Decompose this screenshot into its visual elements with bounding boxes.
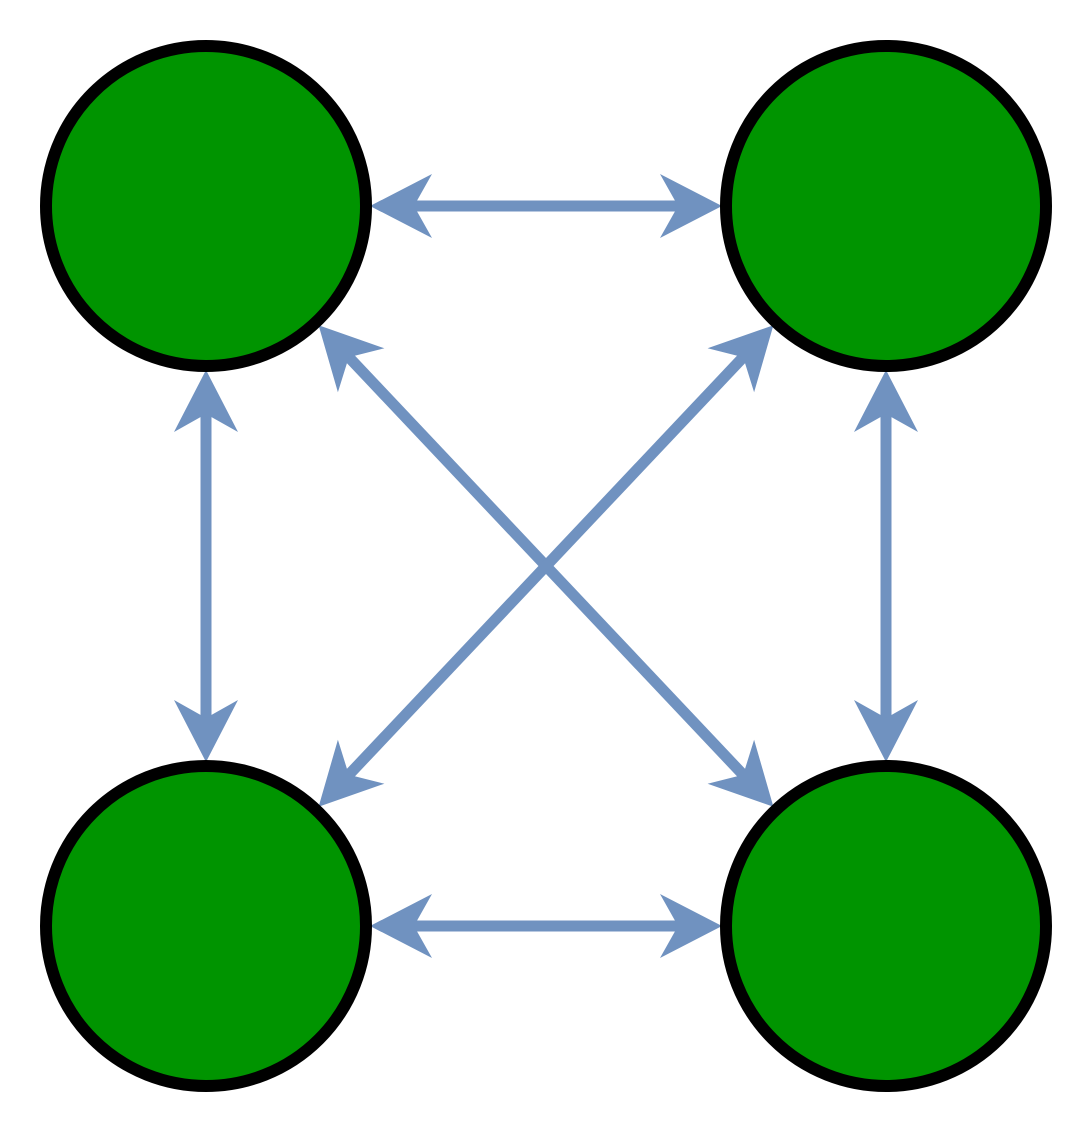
arrowhead-to-top-left	[370, 174, 432, 238]
arrowhead-to-bottom-right	[660, 894, 722, 958]
node-bottom-right	[720, 760, 1052, 1092]
arrowhead-to-bottom-right	[854, 700, 918, 762]
edge-top-right-bottom-right	[854, 370, 918, 762]
arrowhead-to-bottom-left	[174, 700, 238, 762]
arrowhead-to-top-left	[318, 325, 385, 393]
edge-top-left-top-right	[370, 174, 722, 238]
node-top-right	[720, 40, 1052, 372]
arrowhead-to-bottom-left	[318, 739, 385, 807]
edge-top-right-bottom-left	[318, 325, 774, 807]
edge-bottom-left-bottom-right	[370, 894, 722, 958]
arrowhead-to-top-right	[707, 325, 774, 393]
arrowhead-to-top-right	[854, 370, 918, 432]
nodes-layer	[40, 40, 1052, 1092]
node-top-left	[40, 40, 372, 372]
arrowhead-to-bottom-right	[707, 739, 774, 807]
node-bottom-left	[40, 760, 372, 1092]
edges-layer	[174, 174, 918, 958]
arrowhead-to-bottom-left	[370, 894, 432, 958]
arrowhead-to-top-right	[660, 174, 722, 238]
arrowhead-to-top-left	[174, 370, 238, 432]
edge-line	[342, 350, 750, 782]
edge-top-left-bottom-left	[174, 370, 238, 762]
